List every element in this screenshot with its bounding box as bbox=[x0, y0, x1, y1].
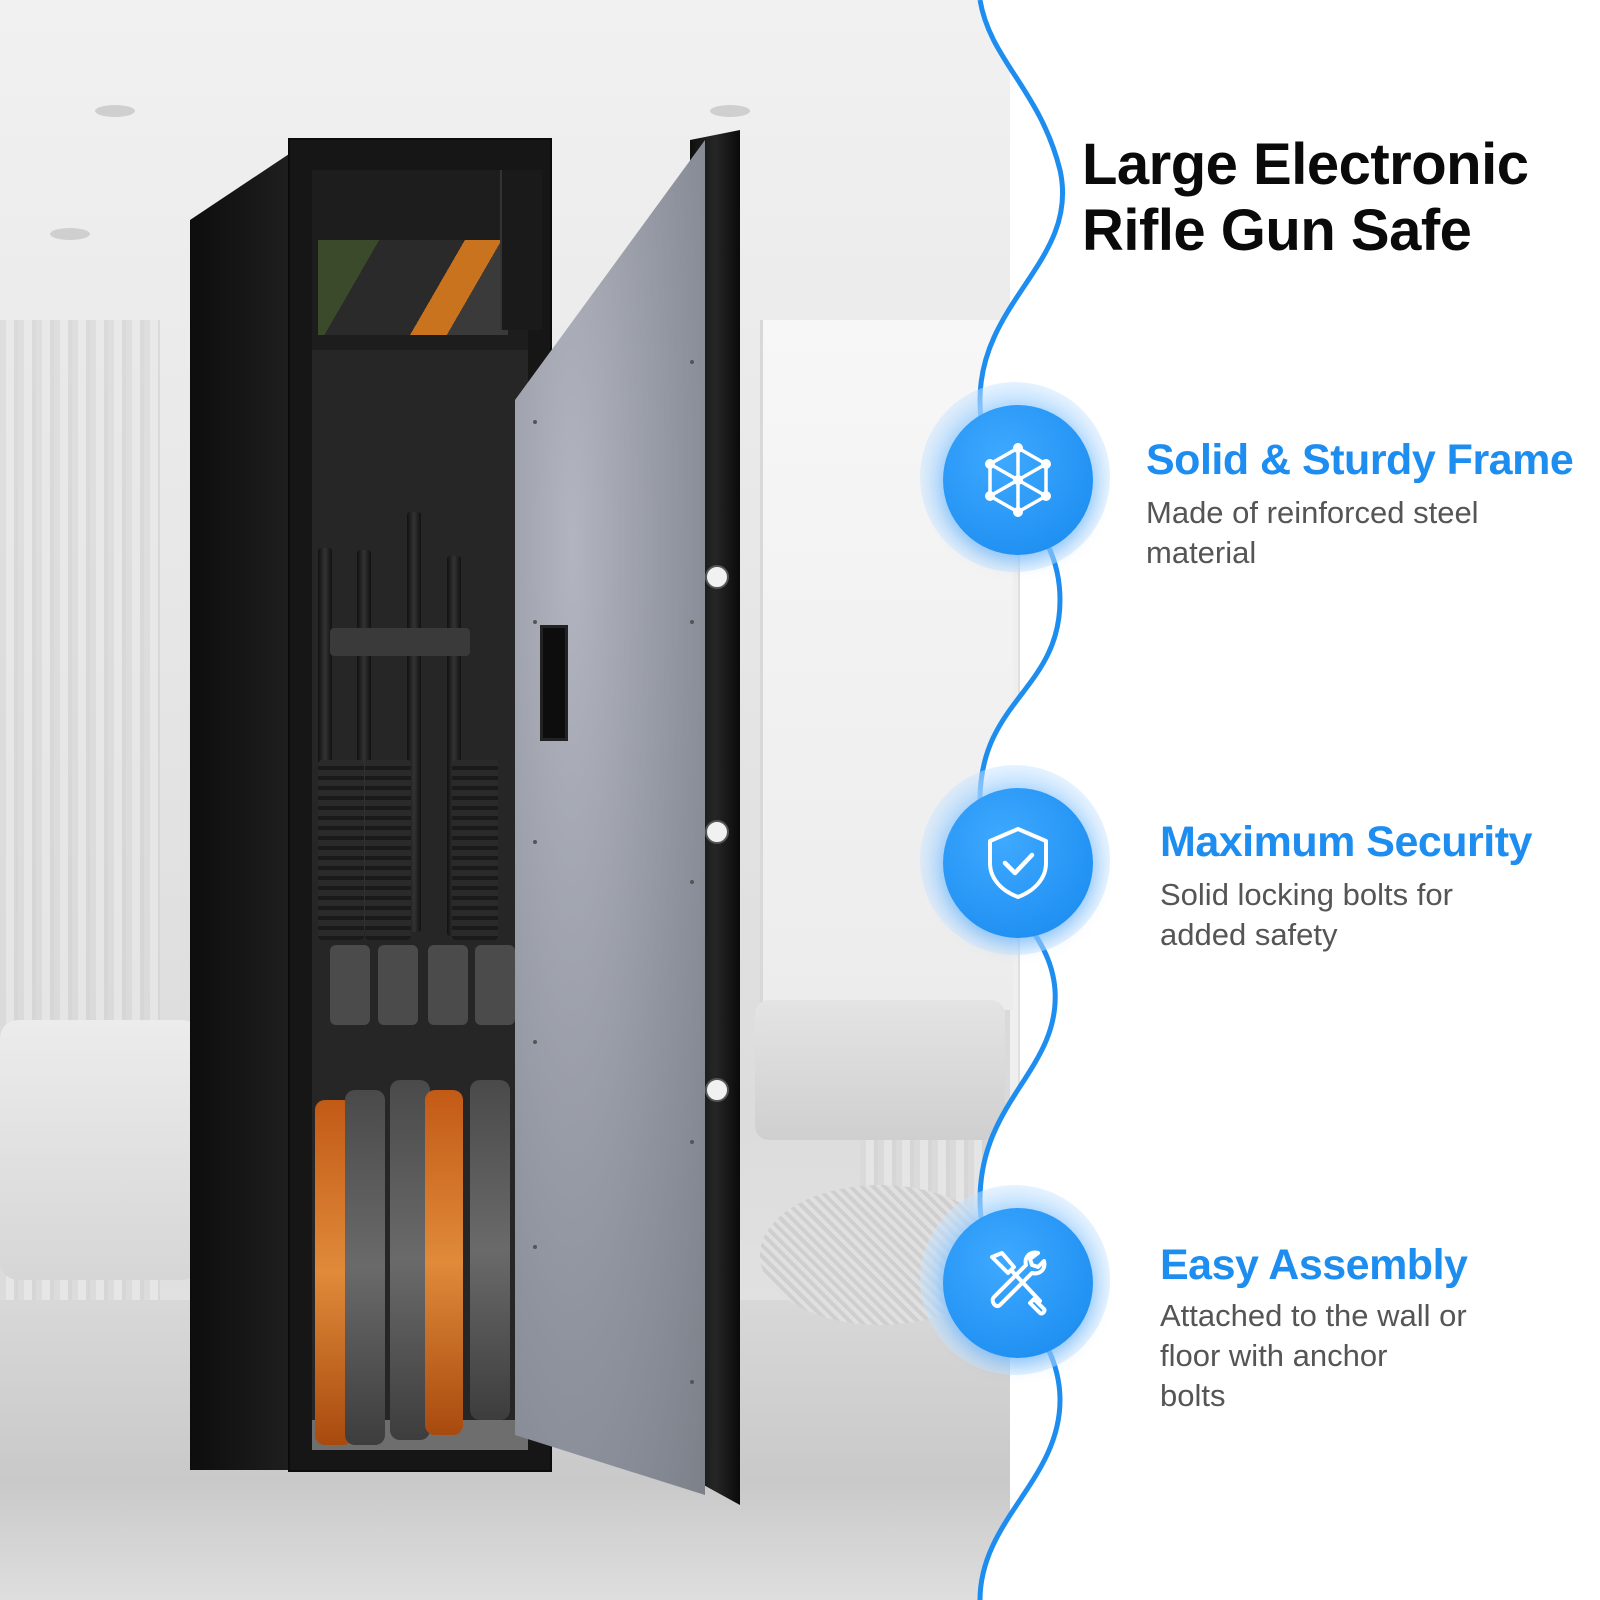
feature-title: Solid & Sturdy Frame bbox=[1146, 436, 1574, 484]
rifle-stock bbox=[390, 1080, 430, 1440]
safe-door bbox=[515, 140, 705, 1495]
feature-title: Maximum Security bbox=[1160, 818, 1532, 866]
feature-title: Easy Assembly bbox=[1160, 1241, 1468, 1289]
door-screw bbox=[690, 880, 694, 884]
badge bbox=[943, 405, 1093, 555]
feature-description-line: material bbox=[1146, 535, 1257, 570]
feature-description-line: Solid locking bolts for bbox=[1160, 877, 1453, 912]
page-title: Large Electronic Rifle Gun Safe bbox=[1082, 132, 1597, 264]
rifle-stock bbox=[345, 1090, 385, 1445]
door-screw bbox=[533, 420, 537, 424]
feature-description: Solid locking bolts for added safety bbox=[1160, 875, 1453, 955]
barrel-rack bbox=[330, 628, 470, 656]
rifle-magazine bbox=[428, 945, 468, 1025]
door-screw bbox=[533, 840, 537, 844]
title-line: Large Electronic bbox=[1082, 132, 1529, 197]
feature-description-line: added safety bbox=[1160, 917, 1338, 952]
feature-description-line: floor with anchor bbox=[1160, 1338, 1388, 1373]
rifle-stock bbox=[470, 1080, 510, 1420]
locking-bolt bbox=[705, 1078, 729, 1102]
feature-description-line: Attached to the wall or bbox=[1160, 1298, 1467, 1333]
feature-description: Made of reinforced steel material bbox=[1146, 493, 1479, 573]
ceiling-light bbox=[50, 228, 90, 240]
locking-bolt bbox=[705, 565, 729, 589]
ceiling-light bbox=[710, 105, 750, 117]
title-line: Rifle Gun Safe bbox=[1082, 198, 1472, 263]
rifle-magazine bbox=[330, 945, 370, 1025]
locking-bolt bbox=[705, 820, 729, 844]
door-screw bbox=[690, 360, 694, 364]
rifle-handguard bbox=[318, 760, 364, 940]
feature-description-line: bolts bbox=[1160, 1378, 1226, 1413]
feature-description: Attached to the wall or floor with ancho… bbox=[1160, 1296, 1467, 1416]
door-screw bbox=[690, 620, 694, 624]
door-handle bbox=[540, 625, 568, 741]
feature-description-line: Made of reinforced steel bbox=[1146, 495, 1479, 530]
sofa bbox=[755, 1000, 1005, 1140]
cube-frame-icon bbox=[985, 443, 1051, 517]
sofa bbox=[0, 1020, 200, 1280]
tools-icon bbox=[990, 1250, 1047, 1316]
lockbox-lid bbox=[500, 170, 542, 330]
door-screw bbox=[690, 1140, 694, 1144]
rifle-magazine bbox=[475, 945, 515, 1025]
badge bbox=[943, 1208, 1093, 1358]
shield-check-icon bbox=[988, 827, 1048, 899]
door-screw bbox=[690, 1380, 694, 1384]
door-screw bbox=[533, 1245, 537, 1249]
door-screw bbox=[533, 620, 537, 624]
badge bbox=[943, 788, 1093, 938]
door-screw bbox=[533, 1040, 537, 1044]
ceiling-light bbox=[95, 105, 135, 117]
rifle-handguard bbox=[452, 760, 498, 940]
rifle-stock bbox=[425, 1090, 463, 1435]
rifle-magazine bbox=[378, 945, 418, 1025]
lockbox-contents bbox=[318, 240, 508, 335]
rifle-handguard bbox=[365, 760, 411, 940]
